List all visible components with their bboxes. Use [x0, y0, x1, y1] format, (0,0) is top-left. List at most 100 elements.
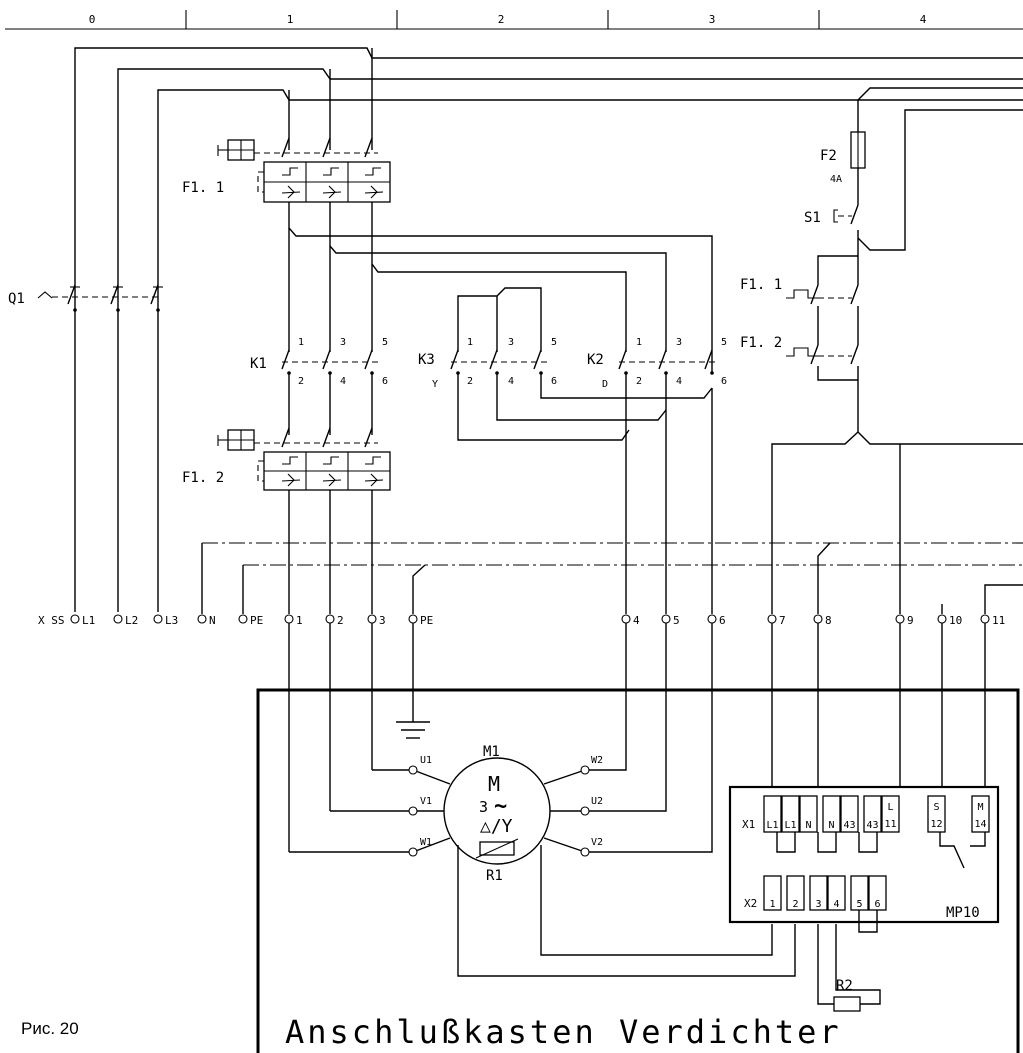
x1-terminal-cell	[927, 795, 946, 833]
x1-terminal-label: L1	[784, 820, 796, 831]
k3-terminal-5: 5	[551, 337, 557, 348]
x1-terminal-label: 43	[866, 820, 878, 831]
x1-terminal-cell	[799, 795, 818, 833]
ruler-col-2: 2	[498, 13, 505, 26]
x1-terminal-cell	[971, 795, 990, 833]
motor-terminal-u1: U1	[420, 755, 432, 766]
k1-terminal-4: 4	[340, 376, 346, 387]
k2-terminal-4: 4	[676, 376, 682, 387]
x2-terminal-cell	[786, 875, 805, 911]
terminal-label: 7	[779, 614, 786, 627]
terminal-label: N	[209, 614, 216, 627]
terminal-label: 4	[633, 614, 640, 627]
motor-terminal-w1: W1	[420, 837, 432, 848]
column-ruler: 0 1 2 3 4	[5, 10, 1023, 30]
label-r2: R2	[836, 978, 853, 994]
terminal-box-frame	[256, 688, 1020, 1053]
x1-strip-label: X1	[742, 818, 755, 831]
k2-terminal-6: 6	[721, 376, 727, 387]
terminal-label: 11	[992, 614, 1005, 627]
motor-m1: M1 M 3 ~ △/Y R1 U1 V1 W1 W2 U2 V2	[408, 744, 603, 884]
label-f1-2: F1. 2	[182, 470, 224, 486]
resistor-r2: R2	[833, 978, 861, 1012]
k2-terminal-3: 3	[676, 337, 682, 348]
motor-terminal-v2: V2	[591, 837, 603, 848]
x2-terminal-label: 2	[792, 899, 798, 910]
x1-terminal-label: S	[933, 802, 939, 813]
x2-terminal-label: 4	[833, 899, 839, 910]
k3-terminal-6: 6	[551, 376, 557, 387]
control-wiring	[201, 87, 1023, 614]
motor-terminal-v1: V1	[420, 796, 432, 807]
contactor-k2: K2 D 1 3 5 2 4 6	[587, 337, 727, 390]
label-mp10: MP10	[946, 905, 980, 921]
motor-terminal-w2: W2	[591, 755, 603, 766]
aux-contact-f1-2: F1. 2	[740, 335, 859, 365]
k1-terminal-5: 5	[382, 337, 388, 348]
label-k2-mode: D	[602, 379, 608, 390]
overload-relay-f1-2: F1. 2	[182, 427, 391, 491]
strip-label: X SS	[38, 614, 65, 627]
contactor-k3: K3 Y 1 3 5 2 4 6	[418, 337, 557, 390]
k3-terminal-1: 1	[467, 337, 473, 348]
label-m1: M1	[483, 744, 500, 760]
x2-terminal-cell	[763, 875, 782, 911]
x1-terminal-label: M	[977, 802, 983, 813]
label-f2-rating: 4A	[830, 174, 842, 185]
motor-terminal-u2: U2	[591, 796, 603, 807]
terminal-label: L3	[165, 614, 178, 627]
x1-terminal-label: L1	[766, 820, 778, 831]
label-f2: F2	[820, 148, 837, 164]
k2-terminal-2: 2	[636, 376, 642, 387]
x1-terminal-cell	[822, 795, 841, 833]
motor-phase: 3	[479, 798, 488, 816]
x2-strip-label: X2	[744, 897, 757, 910]
x1-terminal-label: 14	[974, 819, 986, 830]
label-s1: S1	[804, 210, 821, 226]
motor-connection: △/Y	[480, 816, 513, 837]
label-f1-1: F1. 1	[182, 180, 224, 196]
ruler-col-1: 1	[287, 13, 294, 26]
terminal-label: 6	[719, 614, 726, 627]
k1-terminal-2: 2	[298, 376, 304, 387]
x1-terminal-label: L	[887, 802, 893, 813]
label-f1-1-aux: F1. 1	[740, 277, 782, 293]
motor-tilde: ~	[494, 794, 507, 819]
k3-terminal-4: 4	[508, 376, 514, 387]
terminal-label: L1	[82, 614, 95, 627]
terminal-label: 10	[949, 614, 962, 627]
label-r1: R1	[486, 868, 503, 884]
label-k2: K2	[587, 352, 604, 368]
motor-symbol: M	[488, 772, 500, 796]
terminal-label: PE	[250, 614, 263, 627]
main-switch-q1: Q1	[8, 284, 163, 312]
terminal-label: 9	[907, 614, 914, 627]
x2-terminal-cell	[809, 875, 828, 911]
x1-terminal-label: 11	[884, 819, 896, 830]
terminal-label: 1	[296, 614, 303, 627]
terminal-label: 5	[673, 614, 680, 627]
terminal-label: 8	[825, 614, 832, 627]
overload-relay-f1-1: F1. 1	[182, 137, 391, 203]
label-f1-2-aux: F1. 2	[740, 335, 782, 351]
x2-terminal-label: 1	[769, 899, 775, 910]
terminal-box-title: Anschlußkasten Verdichter	[285, 1013, 842, 1051]
terminal-label: 3	[379, 614, 386, 627]
figure-caption: Рис. 20	[21, 1019, 79, 1038]
label-k3: K3	[418, 352, 435, 368]
x1-terminal-cell	[763, 795, 782, 833]
x1-terminal-label: N	[805, 820, 811, 831]
x1-terminal-label: N	[828, 820, 834, 831]
box-wiring	[288, 623, 986, 1005]
x1-terminal-label: 43	[843, 820, 855, 831]
terminal-label: L2	[125, 614, 138, 627]
k1-terminal-1: 1	[298, 337, 304, 348]
k3-terminal-2: 2	[467, 376, 473, 387]
x1-terminal-cell	[781, 795, 800, 833]
ruler-col-4: 4	[920, 13, 927, 26]
aux-contact-f1-1: F1. 1	[740, 277, 859, 305]
x2-terminal-label: 5	[856, 899, 862, 910]
